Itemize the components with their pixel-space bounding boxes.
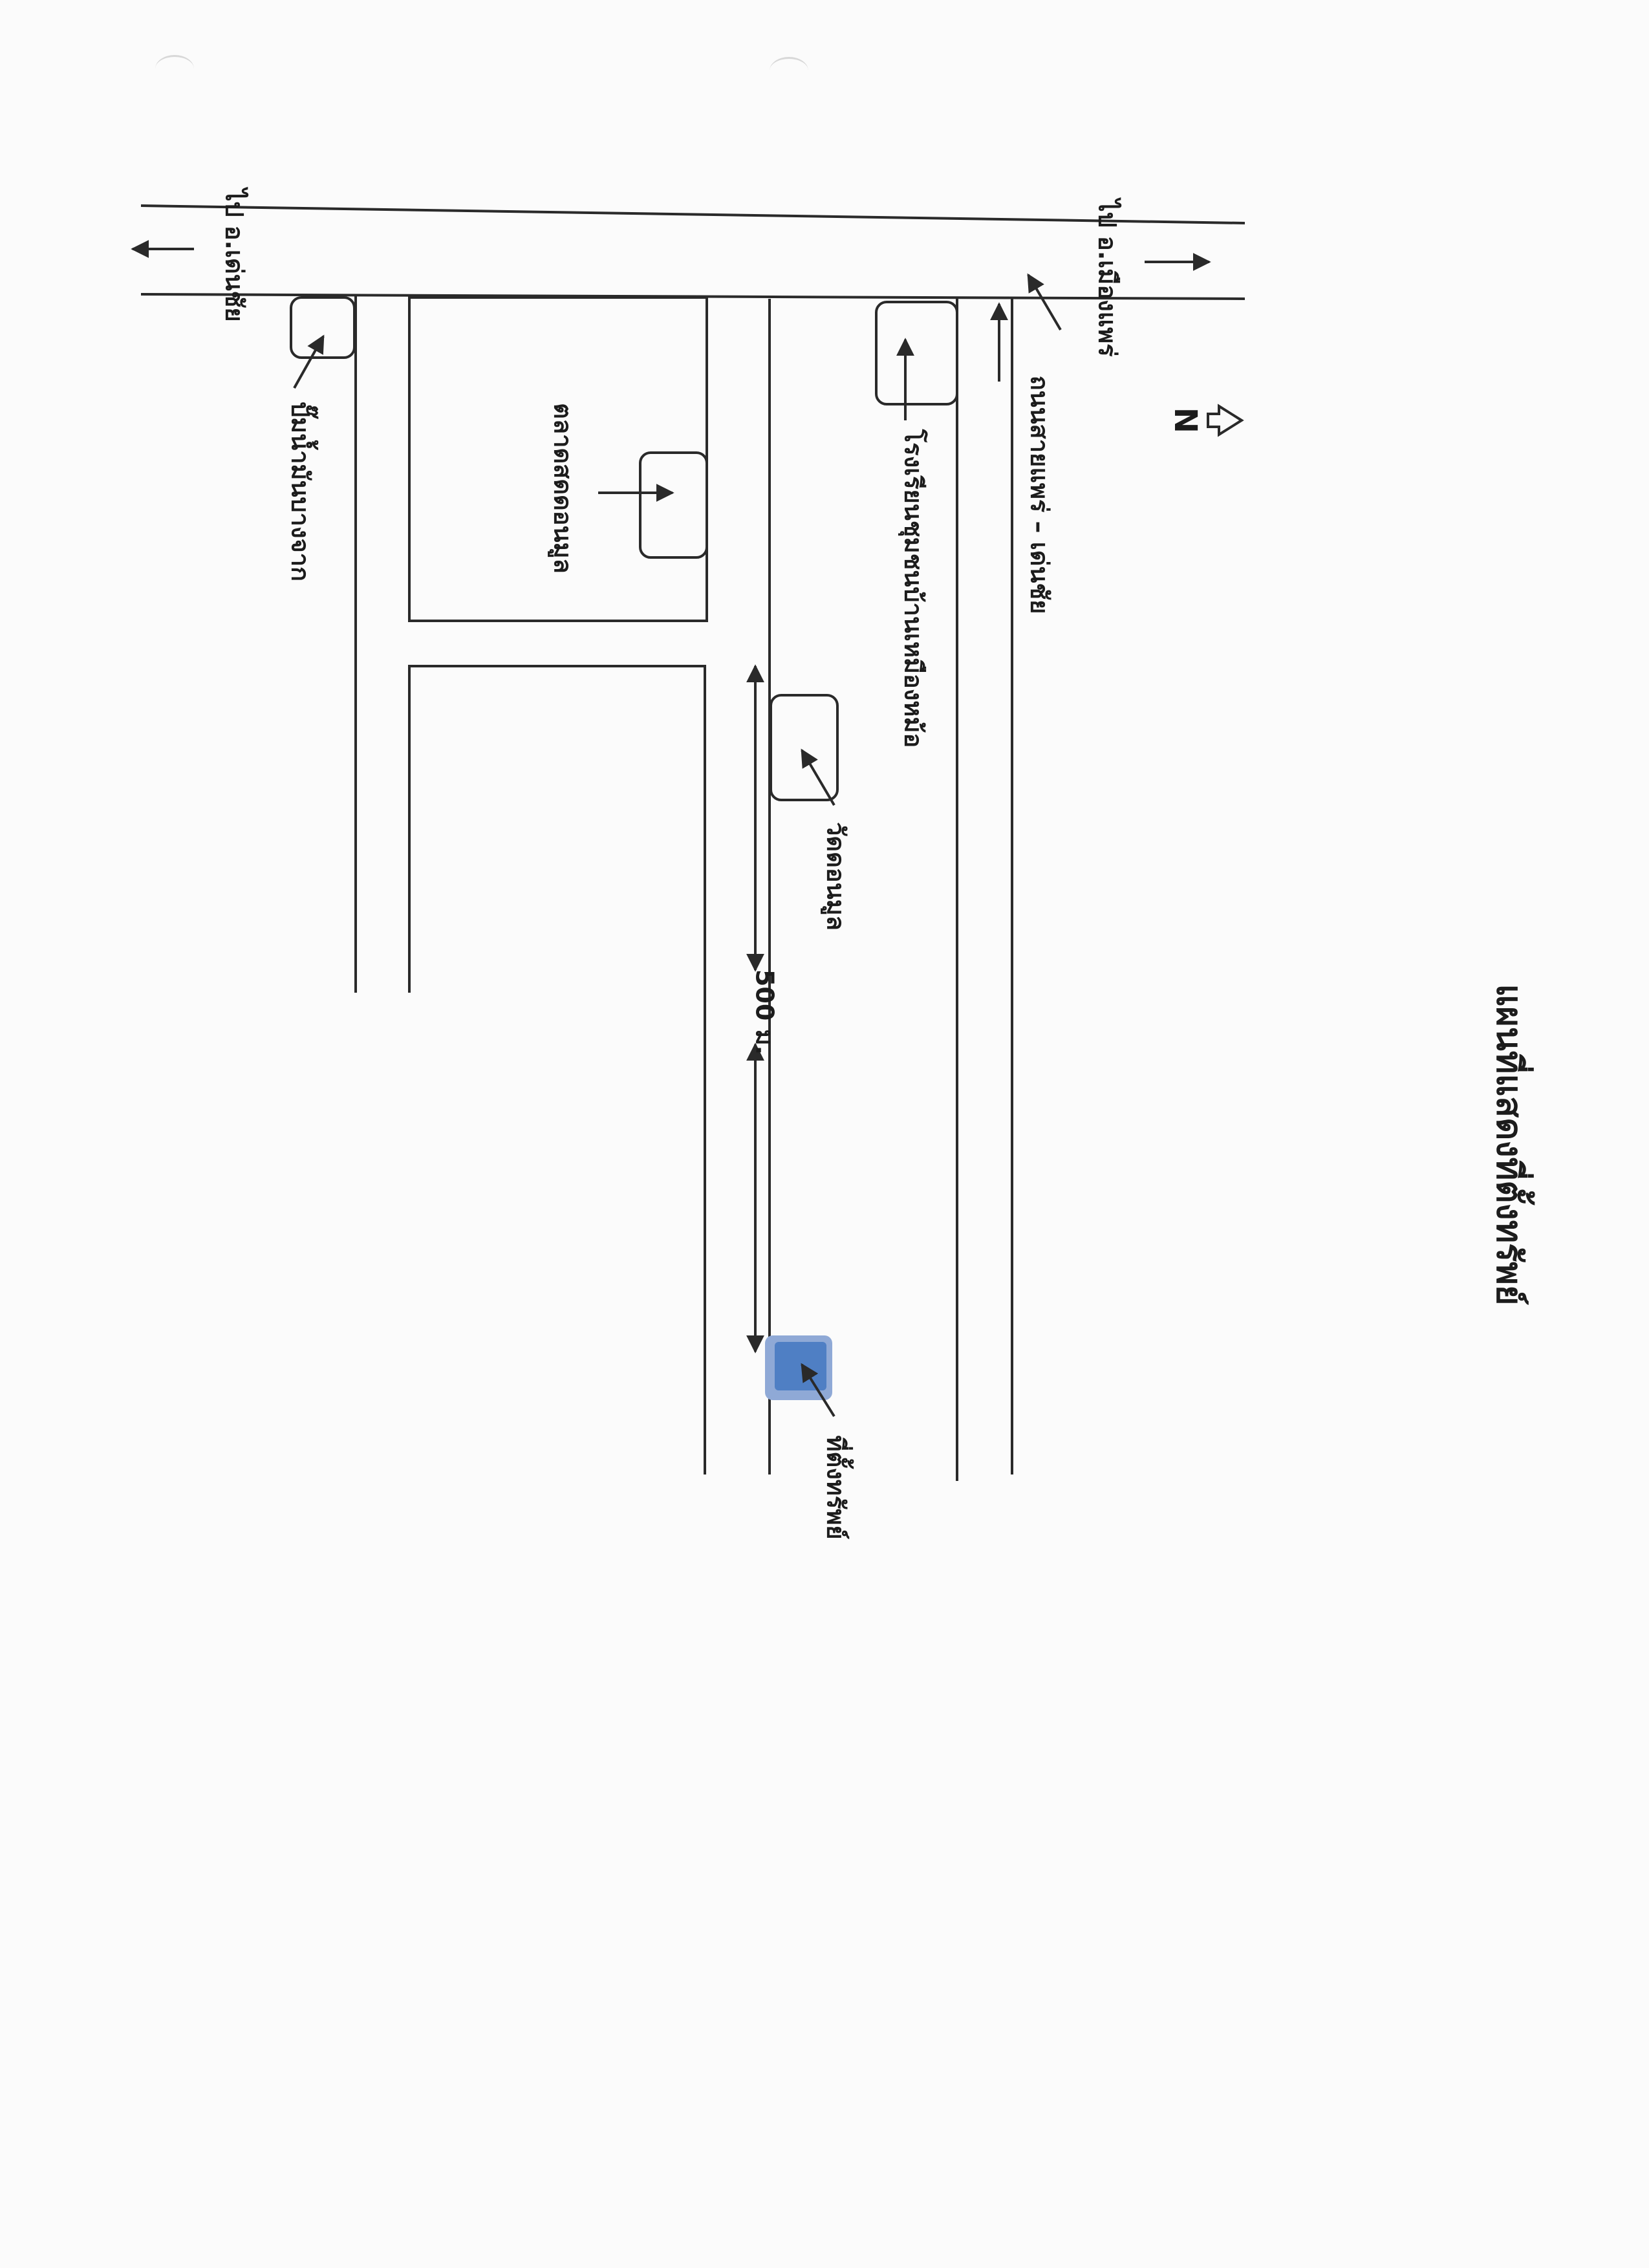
arrow-property [801,1363,835,1418]
label-to-mueang-phrae: ไป อ.เมืองแพร่ [1094,197,1122,357]
market-marker [639,451,708,559]
lower-block [408,665,706,1474]
property-marker [775,1342,826,1390]
arrow-gas-station [293,334,325,389]
label-main-road: ถนนสายแพร่ – เด่นชัย [1026,376,1054,614]
label-temple: วัดดอนมูล [821,822,850,931]
arrow-temple [801,748,835,806]
gas-station-marker [290,296,356,359]
label-gas-station: ปั๊มน้ำมันบางจาก [286,402,319,581]
label-school: โรงเรียนชุมชนบ้านเหมืองหม้อ [898,429,929,748]
north-arrow-icon [1207,404,1244,437]
arrow-main-road-1 [1027,273,1062,331]
road-top-edge [140,204,1245,224]
label-to-den-chai: ไป อ.เด่นชัย [221,186,249,321]
school-marker [875,301,958,405]
north-arrow: N [1167,404,1244,437]
punch-hole-left [155,55,194,83]
temple-marker [770,694,839,801]
north-label: N [1167,407,1203,433]
label-distance: 500 ม. [751,969,779,1055]
label-property: ที่ตั้งทรัพย์ [822,1435,854,1539]
label-market: ตลาดสดดอนมูล [548,403,577,574]
punch-hole-right [770,57,808,85]
map-title: แผนที่แสดงที่ตั้งทรัพย์ [1489,984,1535,1305]
